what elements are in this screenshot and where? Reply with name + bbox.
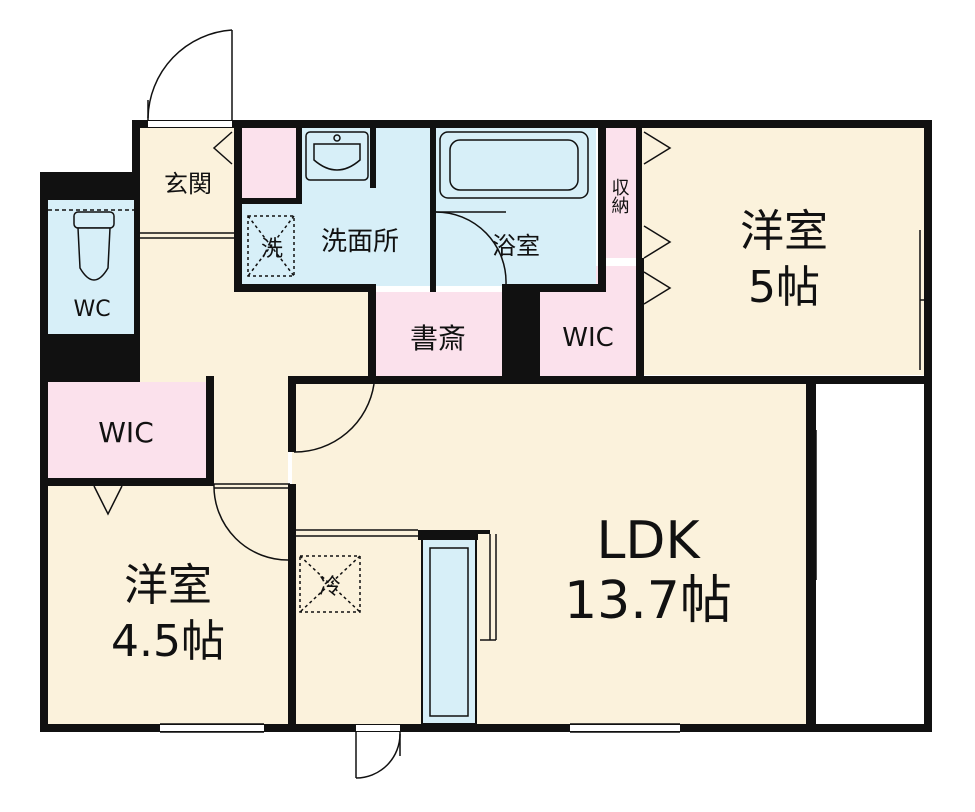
wall-room5-bottom bbox=[636, 376, 932, 384]
wall-bath-left bbox=[430, 128, 436, 292]
hallway-floor-b bbox=[210, 287, 375, 382]
wic-left-door bbox=[93, 485, 123, 516]
bath-name: 浴室 bbox=[492, 232, 540, 260]
wall-shoe-right bbox=[296, 128, 302, 204]
wall-left-notch bbox=[40, 172, 138, 200]
floor-fills bbox=[46, 128, 925, 728]
ldk-window-gap bbox=[570, 725, 680, 731]
kitchen-counter bbox=[421, 537, 477, 725]
wic-upper-name: WIC bbox=[562, 323, 614, 353]
wall-ldk-right bbox=[806, 380, 816, 728]
toilet-name: WC bbox=[73, 297, 110, 322]
wash-basin-tap bbox=[333, 134, 341, 142]
storage-door-1 bbox=[643, 131, 672, 165]
storage-door-2 bbox=[643, 225, 672, 259]
entry-door-swing bbox=[147, 29, 233, 119]
wic-left-floor bbox=[46, 382, 208, 482]
room-western-5-floor bbox=[642, 128, 925, 375]
fixtures bbox=[48, 29, 931, 779]
balcony-floor bbox=[815, 384, 925, 728]
room45-door-swing bbox=[213, 483, 291, 561]
wall-study-right bbox=[502, 284, 540, 382]
fridge-diag1 bbox=[299, 555, 361, 613]
ldk-door-swing bbox=[293, 383, 375, 453]
wall-ldk-left bbox=[288, 376, 296, 452]
wall-toilet-right bbox=[134, 200, 140, 380]
washroom-name: 洗面所 bbox=[321, 227, 399, 257]
room-5-name: 洋室 bbox=[740, 206, 828, 257]
ldk-floor bbox=[292, 382, 810, 728]
kitchen-sink bbox=[429, 547, 469, 717]
toilet-tank bbox=[73, 211, 115, 229]
wall-right-lower bbox=[924, 384, 932, 728]
ldk-name: LDK bbox=[596, 511, 701, 571]
washer-mark: 洗 bbox=[261, 237, 283, 262]
study-floor bbox=[375, 292, 503, 376]
washer-pan bbox=[247, 215, 295, 277]
room-45-name: 洋室 bbox=[124, 560, 212, 611]
kitchen-column bbox=[418, 530, 478, 540]
washer-pan-diag2 bbox=[247, 215, 295, 277]
room-45-size: 4.5帖 bbox=[111, 616, 225, 667]
labels: 洋室 5帖 洋室 4.5帖 LDK 13.7帖 浴室 洗面所 玄関 書斎 WIC… bbox=[73, 170, 828, 667]
shoe-door bbox=[212, 131, 233, 165]
wall-left bbox=[40, 172, 48, 732]
fridge-space bbox=[299, 555, 361, 613]
wall-bottom bbox=[40, 724, 932, 732]
bathtub bbox=[439, 131, 589, 199]
kitchen-pillar bbox=[478, 530, 490, 534]
room-western-45-floor bbox=[46, 485, 292, 728]
wall-right bbox=[924, 120, 932, 384]
wall-toilet-bottom bbox=[40, 334, 140, 382]
bottom-door-gap bbox=[356, 725, 400, 731]
wic-left-name: WIC bbox=[98, 416, 154, 449]
entrance-name: 玄関 bbox=[164, 170, 212, 198]
wall-room45-right bbox=[288, 484, 296, 728]
bottom-door-swing bbox=[355, 733, 401, 779]
shoe-storage-floor-top bbox=[240, 128, 298, 200]
storage-floor bbox=[600, 128, 638, 258]
fridge-diag2 bbox=[299, 555, 361, 613]
study-name: 書斎 bbox=[410, 322, 466, 355]
wall-study-bottom bbox=[290, 376, 650, 384]
wall-top bbox=[132, 120, 932, 128]
wall-bath-bottom bbox=[506, 284, 606, 292]
bathtub-inner bbox=[449, 139, 579, 191]
storage-name: 収納 bbox=[609, 178, 630, 214]
wall-entrance-left bbox=[132, 120, 140, 200]
room45-window-gap bbox=[160, 725, 264, 731]
wall-storage-right bbox=[636, 128, 642, 268]
entrance-floor bbox=[138, 128, 235, 233]
wall-washroom-inner bbox=[370, 128, 376, 188]
ldk-size: 13.7帖 bbox=[564, 571, 732, 631]
wall-wic-left-right bbox=[206, 376, 214, 486]
wash-basin bbox=[305, 131, 369, 181]
room-5-size: 5帖 bbox=[748, 262, 820, 313]
wall-washroom-left bbox=[234, 128, 242, 290]
wall-bath-right bbox=[598, 128, 606, 288]
wall-shoe-bottom bbox=[234, 198, 298, 204]
entry-door-gap bbox=[148, 121, 232, 127]
fridge-mark: 冷 bbox=[319, 575, 341, 600]
bath-door-swing bbox=[435, 211, 507, 285]
toilet-bowl bbox=[77, 227, 111, 281]
wall-study-left bbox=[368, 284, 376, 382]
wic-upper-door bbox=[643, 271, 672, 305]
wash-basin-bowl bbox=[313, 143, 361, 171]
